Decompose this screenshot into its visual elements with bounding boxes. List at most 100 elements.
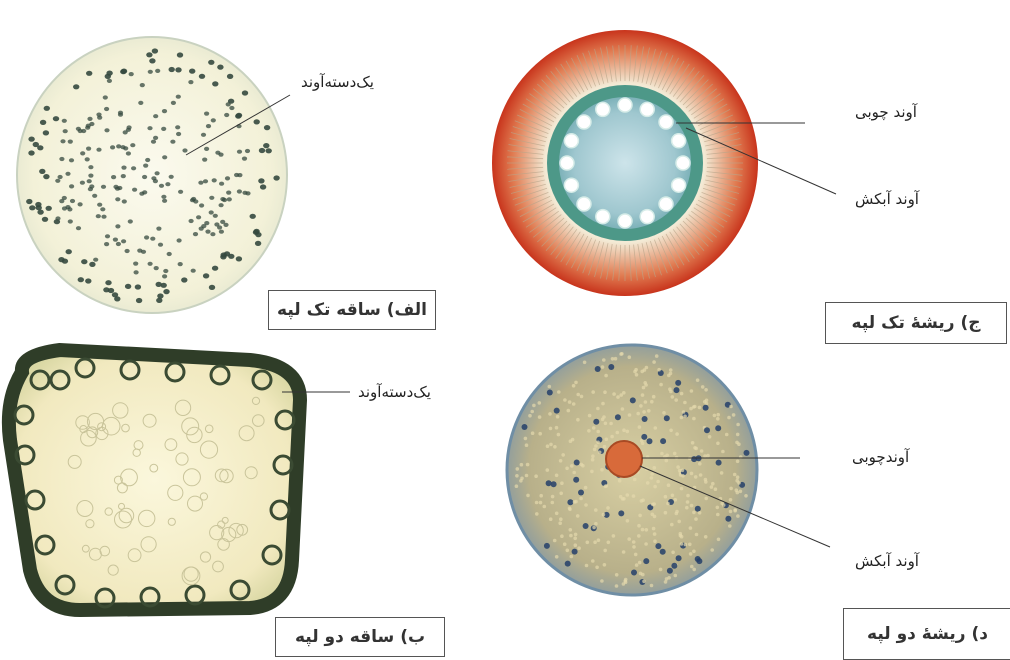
vascular-bundle-dot — [126, 151, 131, 155]
vascular-bundle-dot — [55, 179, 60, 183]
cortex-cell — [711, 482, 715, 486]
cortex-cell — [729, 405, 733, 409]
cortex-cell — [694, 517, 698, 521]
vascular-bundle-dot — [104, 242, 109, 246]
vascular-bundle-dot — [89, 262, 95, 267]
cortex-cell — [674, 387, 680, 393]
vascular-bundle-dot — [215, 151, 220, 155]
vascular-bundle-dot — [120, 145, 125, 149]
vascular-bundle-dot — [191, 269, 196, 273]
cortex-cell — [616, 431, 620, 435]
vascular-bundle-dot — [210, 232, 215, 236]
cortex-cell — [596, 441, 600, 445]
cortex-cell — [680, 542, 684, 546]
vascular-bundle-dot — [103, 287, 109, 292]
cortex-cell — [652, 360, 656, 364]
cortex-cell — [744, 494, 748, 498]
cortex-cell — [691, 441, 695, 445]
vascular-bundle-dot — [209, 285, 215, 290]
xylem-vessel — [564, 178, 578, 192]
vascular-bundle-dot — [189, 69, 195, 74]
vascular-bundle-dot — [129, 72, 134, 76]
cortex-cell — [623, 579, 627, 583]
cortex-cell — [616, 395, 620, 399]
cortex-cell — [662, 411, 666, 415]
vascular-bundle-dot — [236, 256, 242, 261]
vascular-bundle-dot — [227, 74, 233, 79]
xylem-vessel — [560, 156, 574, 170]
cortex-cell — [704, 497, 708, 501]
cortex-cell — [717, 538, 721, 542]
cortex-cell — [632, 545, 636, 549]
vascular-bundle-dot — [125, 249, 130, 253]
vascular-bundle-dot — [209, 196, 214, 200]
cortex-cell — [619, 352, 623, 356]
cortex-cell — [574, 460, 580, 466]
vascular-bundle-dot — [148, 70, 153, 74]
cortex-cell — [729, 498, 733, 502]
cortex-cell — [600, 468, 604, 472]
cortex-cell — [701, 385, 705, 389]
caption-dicot-root: د) ریشهٔ دو لپه — [843, 608, 1010, 660]
cortex-cell — [577, 546, 581, 550]
vascular-bundle-dot — [153, 114, 158, 118]
vascular-bundle-dot — [97, 203, 102, 207]
cortex-cell — [706, 454, 710, 458]
cortex-cell — [606, 506, 610, 510]
cortex-cell — [681, 469, 685, 473]
vascular-bundle-dot — [170, 140, 175, 144]
cortex-cell — [574, 543, 578, 547]
cortex-cell — [538, 432, 542, 436]
label-d-xylem: آوندچوبی — [852, 448, 909, 466]
cortex-cell — [681, 474, 685, 478]
cortex-cell — [683, 415, 687, 419]
cortex-cell — [683, 401, 687, 405]
cortex-cell — [653, 466, 657, 470]
cortex-cell — [669, 372, 673, 376]
vascular-bundle-dot — [219, 230, 224, 234]
cortex-cell — [680, 392, 684, 396]
vascular-bundle-dot — [178, 190, 183, 194]
cortex-cell — [704, 388, 708, 392]
vascular-bundle-dot — [242, 90, 248, 95]
xylem-vessel — [564, 134, 578, 148]
vascular-bundle-dot — [206, 124, 211, 128]
cortex-cell — [673, 452, 677, 456]
vascular-bundle-dot — [44, 106, 50, 111]
dicot-stem-illustration — [9, 350, 300, 610]
cortex-cell — [652, 395, 656, 399]
cortex-cell — [694, 475, 698, 479]
cortex-cell — [626, 519, 630, 523]
cortex-cell — [615, 573, 619, 577]
vascular-bundle-dot — [177, 238, 182, 242]
cortex-cell — [531, 431, 535, 435]
vascular-bundle-dot — [88, 174, 93, 178]
vascular-bundle-dot — [223, 223, 228, 227]
cortex-cell — [689, 552, 693, 556]
cortex-cell — [543, 505, 547, 509]
vascular-bundle-dot — [145, 158, 150, 162]
vascular-bundle-dot — [236, 113, 242, 118]
vascular-bundle-dot — [161, 195, 166, 199]
cortex-cell — [573, 500, 577, 504]
vascular-bundle-dot — [40, 120, 46, 125]
vascular-bundle-dot — [140, 83, 145, 87]
vascular-bundle-dot — [68, 219, 73, 223]
vascular-bundle-dot — [182, 148, 187, 152]
vascular-bundle-dot — [33, 142, 39, 147]
vascular-bundle-dot — [28, 137, 34, 142]
xylem-vessel — [676, 156, 690, 170]
vascular-bundle-dot — [224, 113, 229, 117]
vascular-bundle-dot — [153, 179, 158, 183]
cortex-cell — [555, 555, 559, 559]
vascular-bundle-dot — [85, 126, 90, 130]
cortex-cell — [716, 506, 720, 510]
vascular-bundle-dot — [131, 166, 136, 170]
vascular-bundle-dot — [253, 229, 259, 234]
vascular-bundle-dot — [205, 230, 210, 234]
cortex-cell — [692, 550, 696, 554]
cortex-cell — [559, 517, 563, 521]
vascular-bundle-dot — [78, 202, 83, 206]
cortex-cell — [608, 364, 614, 370]
cortex-cell — [601, 418, 605, 422]
